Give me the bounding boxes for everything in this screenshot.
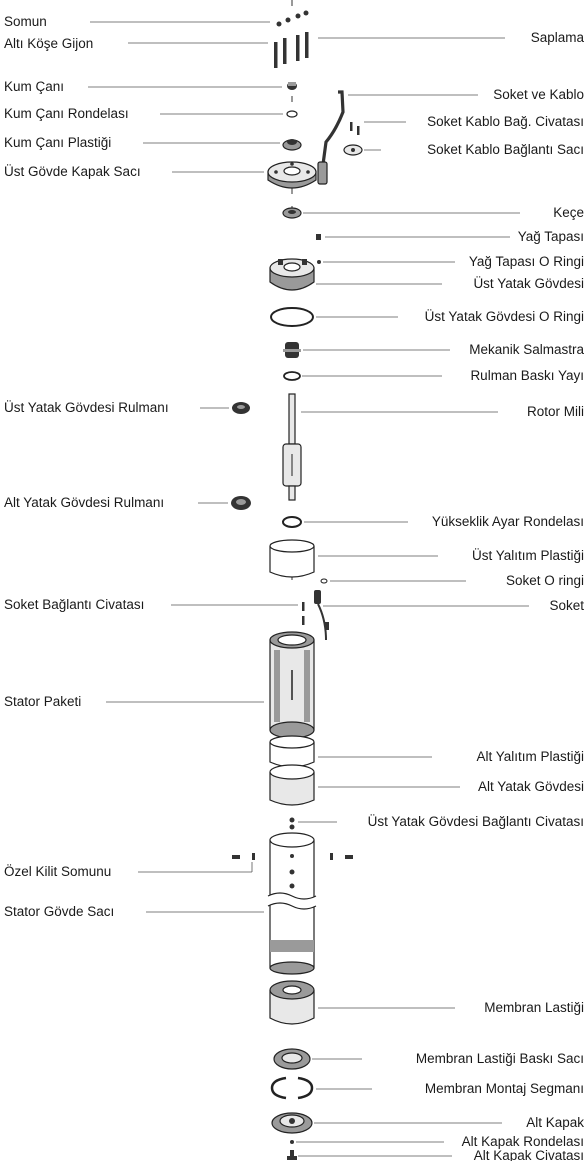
label-alt-kapak: Alt Kapak <box>526 1115 584 1130</box>
alt-kapak-part <box>271 1112 313 1134</box>
label-soket-baglanti-civatasi: Soket Bağlantı Civatası <box>4 597 144 612</box>
label-kece: Keçe <box>553 205 584 220</box>
yag-tapasi-part <box>316 234 321 240</box>
labels-left: Somun Altı Köşe Gijon Kum Çanı Kum Çanı … <box>4 14 169 919</box>
rulman-baski-yayi-part <box>283 371 301 381</box>
label-alt-kapak-civatasi: Alt Kapak Civatası <box>474 1148 584 1161</box>
membran-lastigi-part <box>269 980 315 1025</box>
label-ust-yalitim-plastigi: Üst Yalıtım Plastiği <box>472 548 584 563</box>
label-ust-yatak-govdesi: Üst Yatak Gövdesi <box>473 276 584 291</box>
label-yag-tapasi: Yağ Tapası <box>518 229 584 244</box>
mekanik-salmastra-part <box>283 342 301 358</box>
label-alt-yatak-govdesi: Alt Yatak Gövdesi <box>478 779 584 794</box>
label-kum-cani-rondelasi: Kum Çanı Rondelası <box>4 106 129 121</box>
label-yukseklik-ayar-rondelasi: Yükseklik Ayar Rondelası <box>432 514 584 529</box>
label-membran-segmani: Membran Montaj Segmanı <box>425 1081 584 1096</box>
ust-yalitim-plastigi-part <box>269 539 315 578</box>
soket-ve-kablo-part <box>317 90 345 185</box>
label-alti-kose-gijon: Altı Köşe Gijon <box>4 36 93 51</box>
yukseklik-ayar-rondelasi-part <box>282 516 302 528</box>
label-alt-yatak-rulmani: Alt Yatak Gövdesi Rulmanı <box>4 495 164 510</box>
ust-yatak-o-ringi-part <box>270 307 314 327</box>
soket-kablo-baglanti-saci-part <box>343 144 363 156</box>
label-alt-yalitim-plastigi: Alt Yalıtım Plastiği <box>476 749 584 764</box>
alt-kapak-rondelasi-part <box>290 1140 294 1144</box>
label-saplama: Saplama <box>531 30 585 45</box>
labels-right: Saplama Soket ve Kablo Soket Kablo Bağ. … <box>368 30 585 1161</box>
label-rulman-baski-yayi: Rulman Baskı Yayı <box>470 368 584 383</box>
label-rotor-mili: Rotor Mili <box>527 404 584 419</box>
kum-cani-rondelasi-part <box>286 110 298 118</box>
stator-paketi-part <box>269 631 315 739</box>
soket-part <box>314 590 329 641</box>
kum-cani-part <box>287 82 297 90</box>
ust-govde-kapak-saci-part <box>267 161 317 189</box>
membran-baski-saci-part <box>273 1048 311 1070</box>
label-stator-govde-saci: Stator Gövde Sacı <box>4 904 114 919</box>
label-membran-lastigi: Membran Lastiği <box>484 1000 584 1015</box>
soket-kablo-civatasi-part <box>350 122 360 135</box>
soket-baglanti-civatasi-part <box>302 602 305 625</box>
label-mekanik-salmastra: Mekanik Salmastra <box>469 342 584 357</box>
label-alt-kapak-rondelasi: Alt Kapak Rondelası <box>462 1134 584 1149</box>
ust-yatak-govdesi-part <box>269 258 315 291</box>
label-soket-kablo-saci: Soket Kablo Bağlantı Sacı <box>427 142 584 157</box>
kece-part <box>282 207 302 219</box>
label-ust-yatak-o-ringi: Üst Yatak Gövdesi O Ringi <box>425 309 584 324</box>
leader-lines <box>88 21 529 1157</box>
soket-o-ringi-part <box>320 578 328 584</box>
label-membran-baski-saci: Membran Lastiği Baskı Sacı <box>416 1051 584 1066</box>
saplama-gijon-part <box>274 32 309 68</box>
alt-kapak-civatasi-part <box>287 1150 297 1160</box>
baglanti-civatasi-part <box>289 817 295 830</box>
label-kum-cani-plastigi: Kum Çanı Plastiği <box>4 135 111 150</box>
label-yag-tapasi-o-ringi: Yağ Tapası O Ringi <box>469 254 584 269</box>
alt-yalitim-plastigi-part <box>269 735 315 768</box>
label-soket-o-ringi: Soket O ringi <box>506 573 584 588</box>
somun-part <box>276 10 309 27</box>
membran-segmani-part <box>270 1076 314 1100</box>
rotor-mili-part <box>282 393 302 501</box>
label-kum-cani: Kum Çanı <box>4 79 64 94</box>
label-ozel-kilit-somunu: Özel Kilit Somunu <box>4 864 111 879</box>
ozel-kilit-somunu-part <box>232 853 353 860</box>
stator-govde-saci-part <box>267 832 317 975</box>
label-ust-govde-kapak-saci: Üst Gövde Kapak Sacı <box>4 164 141 179</box>
yag-tapasi-o-ringi-part <box>317 260 321 264</box>
label-soket-ve-kablo: Soket ve Kablo <box>493 87 584 102</box>
label-soket-kablo-civatasi: Soket Kablo Bağ. Civatası <box>427 114 584 129</box>
label-somun: Somun <box>4 14 47 29</box>
label-ust-yatak-rulmani: Üst Yatak Gövdesi Rulmanı <box>4 400 169 415</box>
label-ust-yatak-baglanti-civatasi: Üst Yatak Gövdesi Bağlantı Civatası <box>368 814 584 829</box>
label-stator-paketi: Stator Paketi <box>4 694 81 709</box>
kum-cani-plastigi-part <box>282 139 302 151</box>
parts-drawing <box>231 0 363 1160</box>
label-soket: Soket <box>549 598 584 613</box>
alt-yatak-rulmani-part <box>231 496 251 510</box>
alt-yatak-govdesi-part <box>269 764 315 806</box>
ust-yatak-rulmani-part <box>232 402 250 414</box>
